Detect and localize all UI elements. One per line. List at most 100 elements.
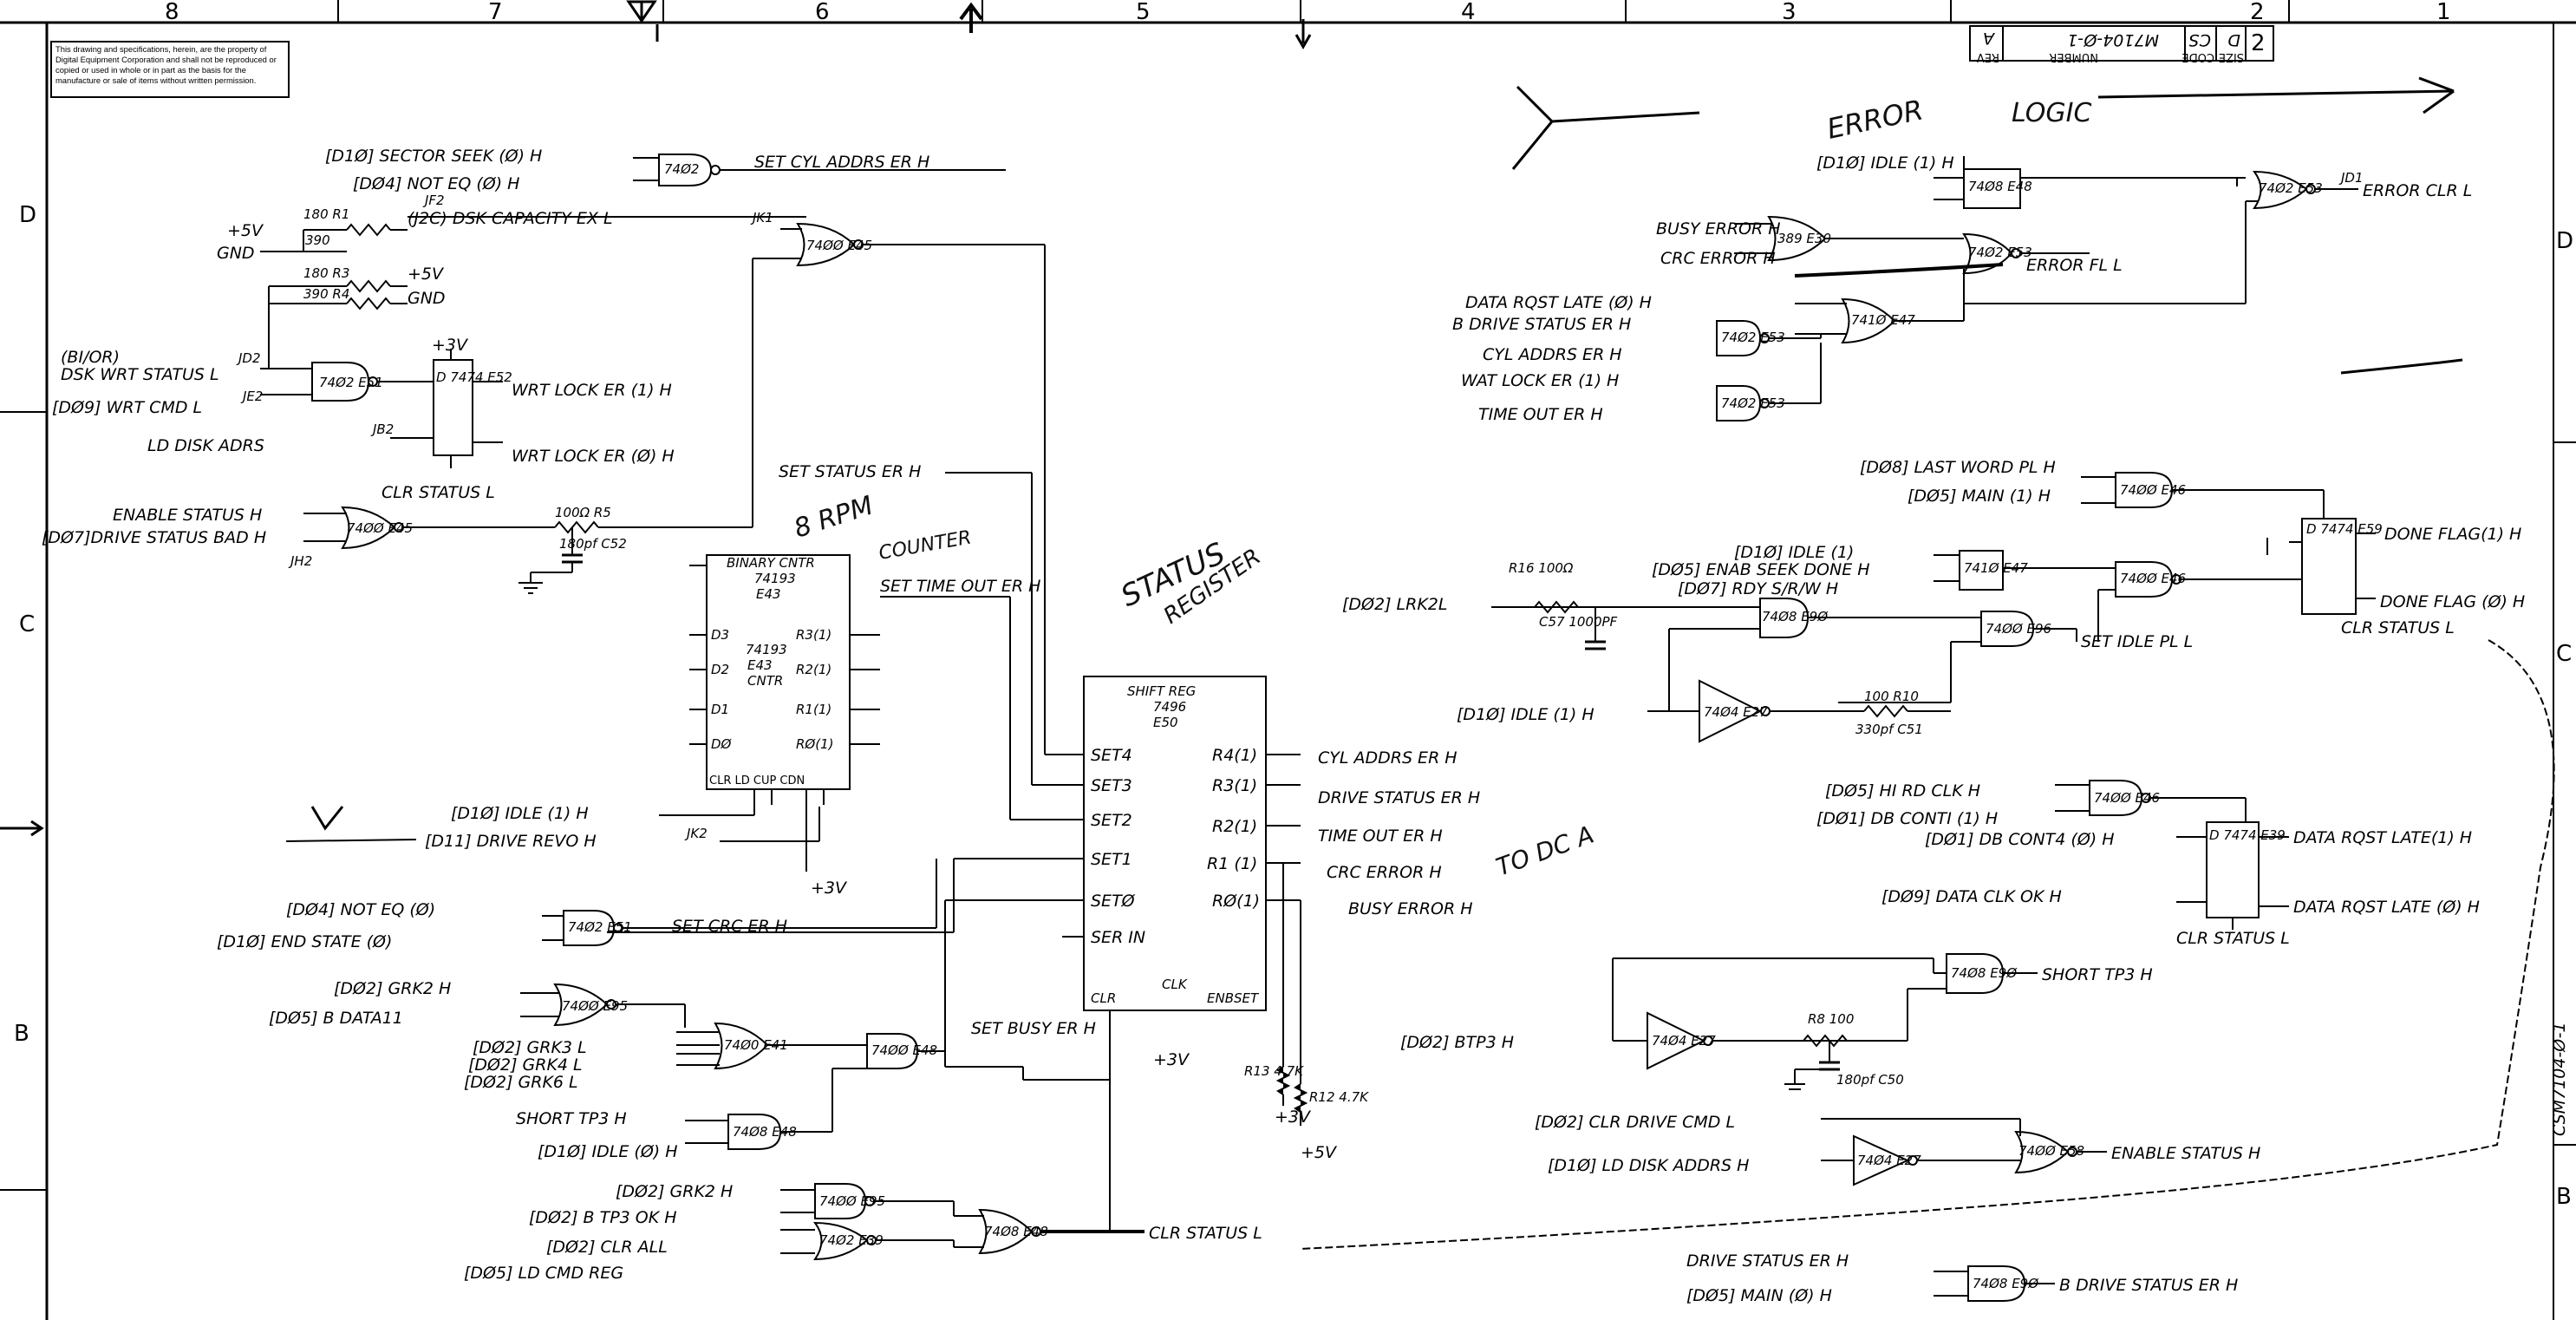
title-block (1969, 25, 2274, 62)
label-r10: 100 R10 (1864, 689, 1919, 704)
label-b-drive-status: B DRIVE STATUS ER H (1452, 315, 1631, 334)
label-jb2: JB2 (370, 421, 394, 437)
gate-e45-mid: 74ØØ E45 (347, 520, 413, 536)
gate-e90-c: 74Ø8 E9Ø (1973, 1276, 2039, 1291)
title-size-label: SIZE (2219, 50, 2244, 63)
label-dsk-capacity: (J2C) DSK CAPACITY EX L (408, 209, 613, 228)
label-grk6: [DØ2] GRK6 L (464, 1073, 578, 1092)
shift-ref: E50 (1153, 715, 1178, 730)
shift-clr: CLR (1091, 990, 1116, 1006)
shift-in-set3: SET3 (1091, 776, 1132, 795)
label-wrt-lock-1: WRT LOCK ER (1) H (512, 381, 672, 400)
note-to-dca: TO DC A (1492, 820, 1597, 881)
shift-in-serin: SER IN (1091, 928, 1145, 947)
shift-out-r2: R2(1) (1212, 817, 1257, 836)
label-error-clr: ERROR CLR L (2363, 181, 2472, 200)
shift-in-set0: SETØ (1091, 892, 1136, 911)
label-set-busy: SET BUSY ER H (971, 1019, 1096, 1038)
shift-label-busy: BUSY ERROR H (1348, 899, 1473, 918)
gate-e95-b: 74ØØ E95 (819, 1193, 885, 1209)
counter-title: BINARY CNTR (727, 555, 815, 571)
label-drive-status-bad: [DØ7]DRIVE STATUS BAD H (42, 528, 266, 547)
shift-plus5v: +5V (1301, 1143, 1338, 1162)
counter-pin-r3: R3(1) (796, 627, 831, 643)
label-last-word: [DØ8] LAST WORD PL H (1860, 458, 2056, 477)
label-gndb: GND (408, 289, 446, 308)
gate-e48-b: 74Ø8 E48 (733, 1124, 797, 1140)
gate-e53-b: 74Ø2 E53 (2259, 180, 2323, 196)
note-error: ERROR (1824, 93, 1927, 145)
label-jk1: JK1 (750, 210, 773, 225)
label-hi-rd-clk: [DØ5] HI RD CLK H (1825, 781, 1980, 800)
error-logic-wires (1716, 156, 2358, 421)
zone-row-D-right: D (2556, 228, 2573, 254)
left-section-labels: [D1Ø] SECTOR SEEK (Ø) H [DØ4] NOT EQ (Ø)… (42, 147, 1040, 596)
counter-idle-in: [D1Ø] IDLE (1) H (451, 804, 589, 823)
label-short-tp3: SHORT TP3 H (516, 1109, 627, 1128)
label-r1: 180 R1 (303, 206, 349, 222)
label-plus5b: +5V (408, 265, 445, 284)
done-flag-wires (1491, 472, 2376, 743)
shift-clk: CLK (1162, 977, 1188, 992)
label-enable-status-right: ENABLE STATUS H (2111, 1144, 2260, 1163)
label-grk2: [DØ2] GRK2 H (334, 979, 451, 998)
counter-bottom-pins: CLR LD CUP CDN (709, 774, 805, 787)
label-jf2: JF2 (422, 193, 445, 208)
zone-col-2: 2 (2250, 0, 2265, 25)
zone-row-B: B (14, 1021, 29, 1047)
label-clr-status: CLR STATUS L (1149, 1224, 1262, 1243)
counter-pin-d1: D1 (711, 702, 729, 717)
title-code: CS (2188, 30, 2211, 49)
counter-pin-r1: R1(1) (796, 702, 831, 717)
label-data-rqst-1: DATA RQST LATE(1) H (2293, 828, 2472, 847)
shift-part: 7496 (1153, 699, 1186, 715)
gate-e47-b: 741Ø E47 (1964, 560, 2028, 576)
label-bi-or: (BI/OR) (61, 348, 120, 367)
copyright-notice: This drawing and specifications, herein,… (50, 41, 290, 98)
gate-e47: 741Ø E47 (1851, 312, 1915, 328)
label-end-state: [D1Ø] END STATE (Ø) (217, 932, 392, 951)
gate-e96: 74ØØ E96 (1986, 621, 2051, 637)
label-jd1: JD1 (2338, 170, 2364, 186)
label-set-status-er: SET STATUS ER H (779, 462, 921, 481)
zone-col-5: 5 (1136, 0, 1151, 25)
gate-e48-c: 74Ø8 E48 (984, 1224, 1048, 1239)
shift-plus3v: +3V (1153, 1050, 1190, 1069)
gate-e51-top: 74Ø2 (664, 161, 699, 177)
label-clr-drive-cmd: [DØ2] CLR DRIVE CMD L (1535, 1113, 1735, 1132)
shift-r13: R13 4.7K (1244, 1063, 1304, 1079)
shift-in-set1: SET1 (1091, 850, 1132, 869)
label-r8: R8 100 (1808, 1011, 1854, 1027)
zone-row-C: C (19, 611, 35, 637)
note-logic: LOGIC (2012, 98, 2091, 128)
shift-out-r3: R3(1) (1212, 776, 1257, 795)
lower-left-wires (520, 859, 1145, 1261)
label-main-0: [DØ5] MAIN (Ø) H (1686, 1286, 1832, 1305)
counter-pin-d3: D3 (711, 627, 729, 643)
label-done-flag-0: DONE FLAG (Ø) H (2380, 592, 2525, 611)
shift-r12: R12 4.7K (1309, 1089, 1369, 1105)
label-idle-b: [D1Ø] IDLE (1) (1734, 543, 1854, 562)
label-set-idle: SET IDLE PL L (2081, 632, 2193, 651)
title-sheet: 2 (2251, 30, 2266, 56)
shift-label-drive: DRIVE STATUS ER H (1318, 788, 1480, 807)
counter-pin-r2: R2(1) (796, 662, 831, 677)
counter-74193: BINARY CNTR 74193 E43 74193 E43 CNTR D3 … (425, 554, 880, 898)
label-jh2: JH2 (288, 553, 312, 569)
shift-label-crc: CRC ERROR H (1327, 863, 1442, 882)
note-rpm: 8 RPM (791, 490, 877, 544)
label-c51: 330pf C51 (1855, 722, 1923, 737)
error-logic-labels: BUSY ERROR H CRC ERROR H 389 E30 74Ø2 E5… (1452, 154, 2472, 424)
shift-in-set4: SET4 (1091, 746, 1132, 765)
gate-e53-d: 74Ø2 E53 (1721, 395, 1785, 411)
gate-e51-low: 74Ø2 E51 (568, 919, 632, 935)
gate-e27: 74Ø4 E27 (1704, 704, 1768, 720)
counter-drive-revo: [D11] DRIVE REVO H (425, 832, 597, 851)
zone-labels: 8 7 6 5 4 3 2 1 D C B D C B (14, 0, 2573, 1210)
shift-label-cyl: CYL ADDRS ER H (1318, 748, 1458, 768)
gate-e45-top: 74ØØ E45 (806, 238, 872, 253)
label-r16: R16 100Ω (1509, 560, 1574, 576)
label-wrt-lock-0: WRT LOCK ER (Ø) H (512, 447, 675, 466)
counter-plus3v: +3V (811, 879, 848, 898)
